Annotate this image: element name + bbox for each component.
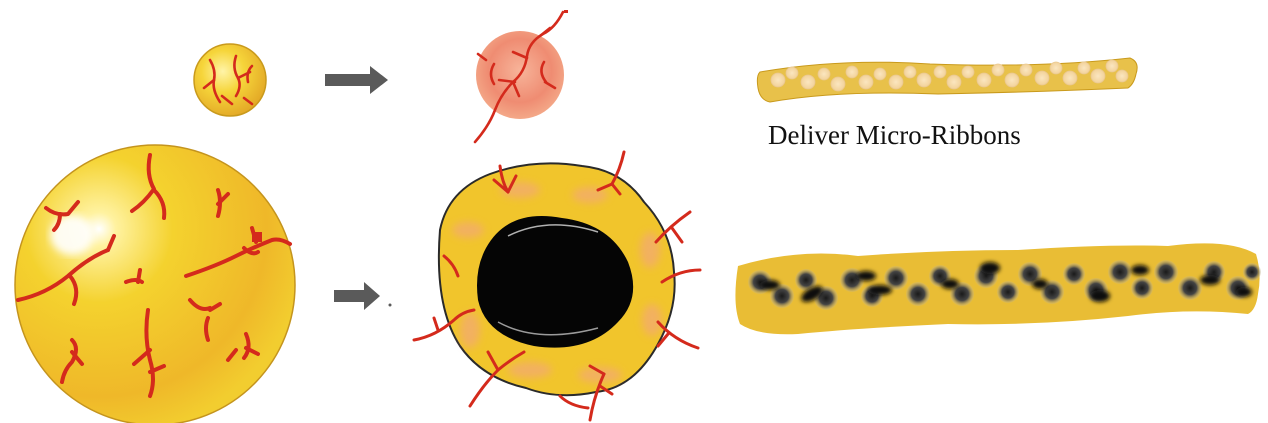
small-organoid <box>194 44 266 116</box>
diagram-caption: Deliver Micro-Ribbons <box>768 120 1128 151</box>
vessel-fragment <box>564 10 568 13</box>
vessel-knot <box>252 232 262 242</box>
large-organoid-necrotic <box>414 152 700 420</box>
micro-ribbon-loaded <box>735 243 1261 334</box>
arrow-right-icon <box>334 282 392 310</box>
small-organoid-inflamed <box>475 10 568 142</box>
micro-ribbon-healthy <box>757 58 1137 102</box>
arrow-right-icon <box>325 66 388 94</box>
large-organoid <box>15 145 295 423</box>
